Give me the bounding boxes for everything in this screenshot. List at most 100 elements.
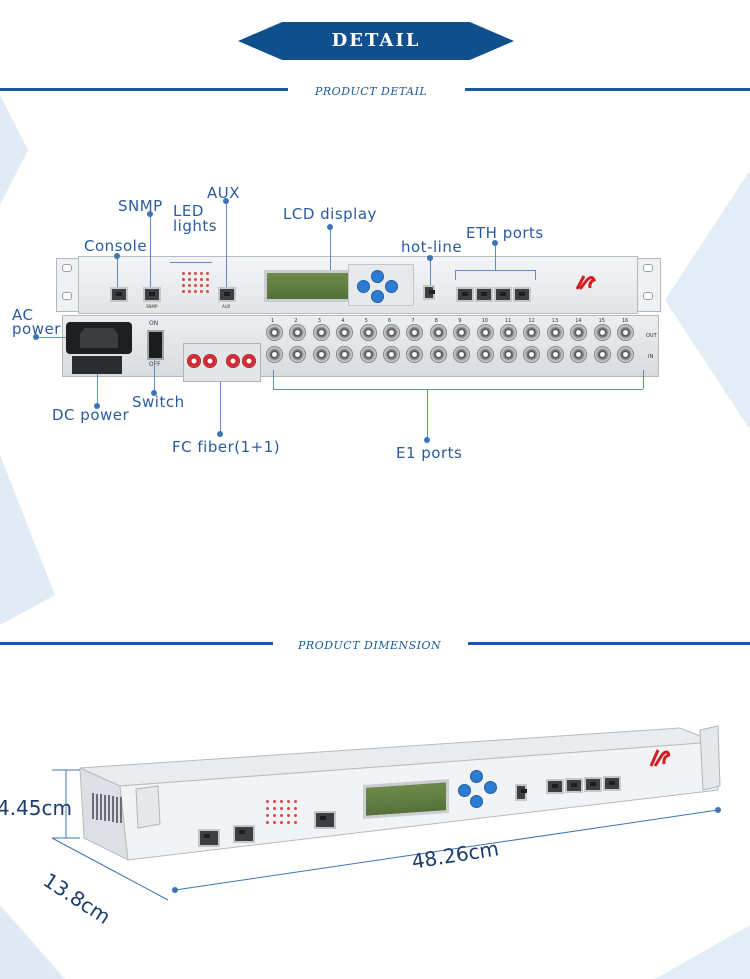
power-switch[interactable] (147, 330, 164, 360)
vent-slot (104, 794, 106, 821)
e1-bnc-port[interactable] (336, 324, 354, 341)
dimension-height: 4.45cm (0, 796, 73, 820)
e1-bnc-port[interactable] (546, 324, 564, 341)
e1-port-number: 9 (458, 318, 462, 324)
e1-bnc-port[interactable] (289, 346, 307, 363)
right-button[interactable] (385, 280, 398, 293)
status-led (194, 284, 197, 287)
callout-dot (492, 240, 498, 246)
fc-fiber-port[interactable] (226, 354, 240, 368)
leader-e1-v (427, 389, 428, 440)
status-led (188, 290, 191, 293)
e1-bnc-port[interactable] (289, 324, 307, 341)
callout-fc: FC fiber(1+1) (172, 438, 281, 456)
bg-shape-left-mid (0, 455, 55, 625)
e1-bnc-port[interactable] (546, 346, 564, 363)
e1-bnc-port[interactable] (500, 346, 517, 363)
fc-fiber-port[interactable] (187, 354, 201, 368)
e1-bnc-port[interactable] (500, 324, 517, 341)
dc-power-terminal[interactable] (72, 356, 122, 374)
aux-port[interactable] (314, 811, 336, 829)
leader-eth-h (455, 270, 535, 271)
e1-port-number: 3 (317, 318, 321, 324)
callout-switch: Switch (132, 393, 185, 411)
e1-bnc-port[interactable] (406, 324, 424, 341)
up-button[interactable] (371, 270, 384, 283)
hotline-port[interactable] (515, 784, 527, 801)
right-button[interactable] (484, 781, 497, 794)
eth-port-4[interactable] (603, 776, 621, 791)
left-button[interactable] (357, 280, 370, 293)
status-led (206, 284, 209, 287)
section-rule-left-2 (0, 642, 273, 645)
console-port[interactable] (198, 829, 220, 847)
down-button[interactable] (371, 290, 384, 303)
left-button[interactable] (458, 784, 471, 797)
e1-bnc-port[interactable] (359, 324, 377, 341)
console-port[interactable] (110, 287, 128, 302)
snmp-port[interactable] (143, 287, 161, 302)
e1-bnc-port[interactable] (570, 346, 588, 363)
e1-port-number: 14 (575, 318, 582, 324)
e1-bnc-port[interactable] (476, 346, 494, 363)
aux-port[interactable] (218, 287, 236, 302)
e1-bnc-port[interactable] (523, 346, 541, 363)
bg-shape-right-bottom (655, 925, 750, 979)
e1-bnc-port[interactable] (336, 346, 354, 363)
down-button[interactable] (470, 795, 483, 808)
callout-hotline: hot-line (401, 238, 463, 256)
e1-port-number: 16 (622, 318, 629, 324)
e1-bnc-port[interactable] (593, 346, 611, 363)
callout-dot (33, 334, 39, 340)
up-button[interactable] (470, 770, 483, 783)
callout-snmp: SNMP (118, 197, 163, 215)
eth-port-1[interactable] (546, 779, 564, 794)
e1-bnc-port[interactable] (383, 324, 400, 341)
e1-bnc-port[interactable] (453, 346, 471, 363)
e1-bnc-port[interactable] (453, 324, 471, 341)
e1-bnc-port[interactable] (359, 346, 377, 363)
status-led (182, 278, 185, 281)
e1-bnc-port[interactable] (312, 346, 330, 363)
eth-port-2[interactable] (475, 287, 493, 302)
vent-slot (92, 793, 94, 819)
ear-hole (643, 292, 653, 300)
rack-ear-right (637, 258, 661, 312)
e1-bnc-port[interactable] (570, 324, 588, 341)
vent-slot (100, 794, 102, 821)
status-led (287, 800, 290, 803)
e1-bnc-port[interactable] (312, 324, 330, 341)
section-rule-left (0, 88, 288, 91)
hotline-port[interactable] (423, 285, 435, 300)
bg-shape-left-bottom (0, 905, 65, 979)
section-title-detail: PRODUCT DETAIL (315, 85, 428, 98)
snmp-port[interactable] (233, 825, 255, 843)
e1-bnc-port[interactable] (406, 346, 424, 363)
eth-port-3[interactable] (494, 287, 512, 302)
section-rule-right-2 (468, 642, 750, 645)
e1-bnc-port[interactable] (266, 346, 283, 363)
fc-fiber-port[interactable] (203, 354, 217, 368)
e1-bnc-port[interactable] (429, 346, 447, 363)
callout-dot (147, 211, 153, 217)
logo (574, 274, 596, 292)
e1-bnc-port[interactable] (617, 346, 634, 363)
e1-bnc-port[interactable] (476, 324, 494, 341)
e1-bnc-port[interactable] (429, 324, 447, 341)
e1-bnc-port[interactable] (383, 346, 400, 363)
section-title-dimension: PRODUCT DIMENSION (298, 639, 442, 652)
eth-port-1[interactable] (456, 287, 474, 302)
status-led (280, 814, 283, 817)
status-led (182, 272, 185, 275)
status-led (206, 278, 209, 281)
eth-port-2[interactable] (565, 778, 583, 793)
e1-bnc-port[interactable] (266, 324, 283, 341)
e1-bnc-port[interactable] (523, 324, 541, 341)
e1-bnc-port[interactable] (593, 324, 611, 341)
status-led (194, 290, 197, 293)
e1-bnc-port[interactable] (617, 324, 634, 341)
eth-port-4[interactable] (513, 287, 531, 302)
e1-port-number: 8 (434, 318, 438, 324)
fc-fiber-port[interactable] (242, 354, 256, 368)
eth-port-3[interactable] (584, 777, 602, 792)
